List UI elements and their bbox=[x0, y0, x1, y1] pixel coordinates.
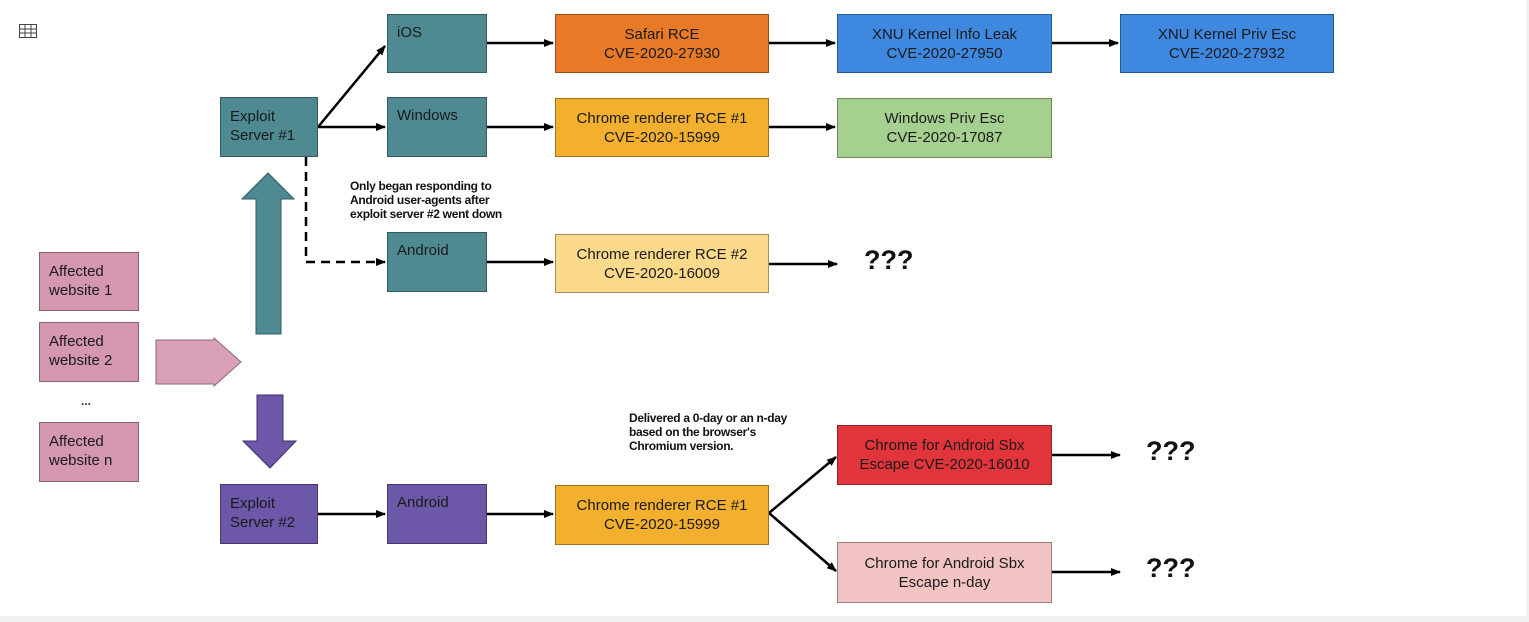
exploit-server-2-label: Exploit Server #2 bbox=[230, 495, 296, 531]
affected-website-n: Affected website n bbox=[39, 422, 139, 482]
platform-ios-label: iOS bbox=[397, 24, 423, 41]
exploit-android-sbx-escape: Chrome for Android Sbx Escape CVE-2020-1… bbox=[837, 425, 1052, 485]
affected-website-2-label: Affected website 2 bbox=[49, 333, 113, 369]
websites-ellipsis: ... bbox=[81, 394, 92, 408]
exploit-android-sbx-escape-label: Chrome for Android Sbx Escape CVE-2020-1… bbox=[859, 437, 1030, 473]
platform-windows: Windows bbox=[387, 97, 487, 157]
android-useragent-note: Only began responding to Android user-ag… bbox=[350, 179, 502, 221]
exploit-xnu-priv-esc-label: XNU Kernel Priv Esc CVE-2020-27932 bbox=[1157, 25, 1297, 62]
platform-android-2-label: Android bbox=[397, 494, 449, 511]
platform-android-1-label: Android bbox=[397, 242, 449, 259]
connector-srv1-ios bbox=[317, 45, 386, 128]
exploit-xnu-priv-esc: XNU Kernel Priv Esc CVE-2020-27932 bbox=[1120, 14, 1334, 73]
unknown-marker-1: ??? bbox=[864, 245, 914, 275]
exploit-server-2: Exploit Server #2 bbox=[220, 484, 318, 544]
exploit-windows-priv-esc-label: Windows Priv Esc CVE-2020-17087 bbox=[884, 110, 1005, 146]
connector-srv1-android-dashed bbox=[304, 157, 386, 266]
connector-chrome1b-sbx2 bbox=[768, 512, 837, 572]
platform-android-2: Android bbox=[387, 484, 487, 544]
affected-website-1-label: Affected website 1 bbox=[49, 263, 113, 299]
exploit-chrome-rce-1-server2: Chrome renderer RCE #1 CVE-2020-15999 bbox=[555, 485, 769, 545]
unknown-marker-3: ??? bbox=[1146, 553, 1196, 583]
affected-website-1: Affected website 1 bbox=[39, 252, 139, 311]
exploit-chrome-rce-2: Chrome renderer RCE #2 CVE-2020-16009 bbox=[555, 234, 769, 293]
exploit-android-sbx-nday-label: Chrome for Android Sbx Escape n-day bbox=[864, 554, 1025, 591]
exploit-server-1: Exploit Server #1 bbox=[220, 97, 318, 157]
exploit-safari-rce-label: Safari RCE CVE-2020-27930 bbox=[604, 25, 720, 62]
exploit-safari-rce: Safari RCE CVE-2020-27930 bbox=[555, 14, 769, 73]
grid-icon bbox=[19, 24, 37, 38]
platform-windows-label: Windows bbox=[397, 107, 458, 124]
exploit-chrome-rce-1: Chrome renderer RCE #1 CVE-2020-15999 bbox=[555, 98, 769, 157]
down-to-server2-arrow bbox=[241, 394, 298, 469]
exploit-server-1-label: Exploit Server #1 bbox=[230, 108, 296, 144]
exploit-xnu-info-leak: XNU Kernel Info Leak CVE-2020-27950 bbox=[837, 14, 1052, 73]
site-to-servers-arrow bbox=[155, 336, 242, 388]
affected-website-n-label: Affected website n bbox=[49, 433, 113, 469]
exploit-chrome-rce-2-label: Chrome renderer RCE #2 CVE-2020-16009 bbox=[576, 245, 748, 282]
exploit-chrome-rce-1-label: Chrome renderer RCE #1 CVE-2020-15999 bbox=[576, 109, 748, 146]
delivery-note: Delivered a 0-day or an n-day based on t… bbox=[629, 411, 788, 453]
exploit-xnu-info-leak-label: XNU Kernel Info Leak CVE-2020-27950 bbox=[871, 25, 1018, 62]
affected-website-2: Affected website 2 bbox=[39, 322, 139, 382]
exploit-android-sbx-nday: Chrome for Android Sbx Escape n-day bbox=[837, 542, 1052, 603]
exploit-windows-priv-esc: Windows Priv Esc CVE-2020-17087 bbox=[837, 98, 1052, 158]
connector-chrome1b-sbx1 bbox=[768, 456, 837, 514]
exploit-chrome-rce-1-server2-label: Chrome renderer RCE #1 CVE-2020-15999 bbox=[576, 497, 748, 533]
platform-android-1: Android bbox=[387, 232, 487, 292]
unknown-marker-2: ??? bbox=[1146, 436, 1196, 466]
up-to-server1-arrow bbox=[240, 172, 296, 335]
platform-ios: iOS bbox=[387, 14, 487, 73]
